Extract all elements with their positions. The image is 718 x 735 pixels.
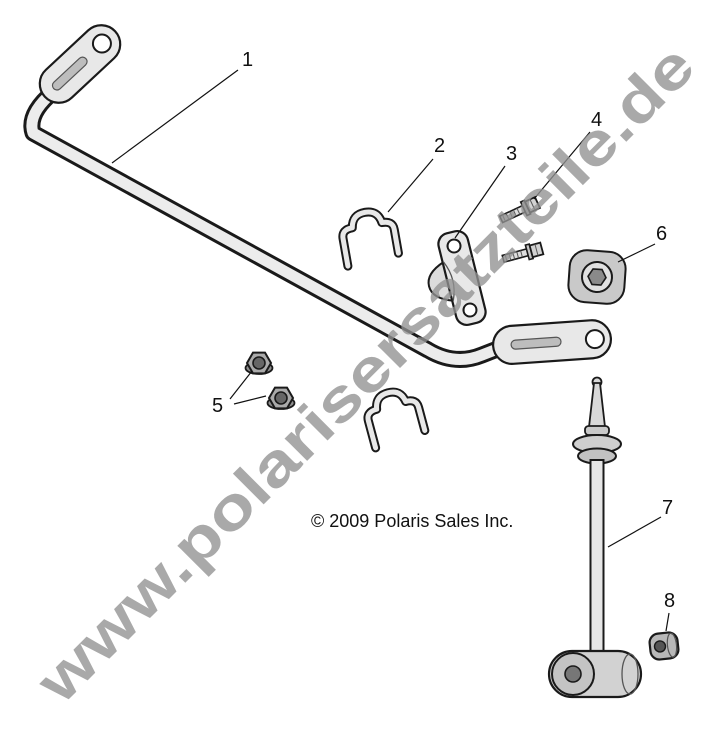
callout-5-label: 5	[212, 395, 223, 417]
bolt-upper	[498, 195, 542, 224]
frame-bushing	[567, 249, 627, 305]
mount-bracket-saddle	[427, 260, 455, 302]
bushing-clamp-upper	[338, 207, 403, 271]
callout-2: 2	[387, 135, 445, 213]
stabilizer-bar	[23, 24, 613, 368]
callout-4: 4	[533, 109, 602, 200]
callout-4-label: 4	[591, 109, 602, 131]
callout-2-label: 2	[434, 135, 445, 157]
bar-left-eye-hole	[91, 33, 112, 54]
flange-nut-2	[266, 386, 296, 410]
bar-right-eye-hole	[584, 329, 605, 350]
mount-bracket-hole-bottom	[462, 302, 478, 318]
stabilizer-link	[547, 376, 643, 699]
flange-nut-1	[244, 351, 274, 375]
bushing-clamp-lower	[363, 387, 430, 453]
bar-right-eye	[491, 319, 613, 365]
callout-7-label: 7	[662, 497, 673, 519]
callout-3: 3	[454, 143, 517, 239]
frame-bushing-hex-hole	[587, 268, 607, 286]
callout-7: 7	[607, 497, 673, 548]
bar-left-eye	[38, 24, 122, 104]
spacer-bushing	[648, 631, 680, 661]
bolt-lower	[501, 241, 545, 264]
callout-6: 6	[617, 223, 667, 263]
callout-5: 5	[212, 370, 267, 417]
callout-3-label: 3	[506, 143, 517, 165]
copyright-text: © 2009 Polaris Sales Inc.	[311, 511, 513, 531]
callout-1: 1	[111, 49, 253, 164]
mount-bracket-hole-top	[446, 238, 462, 254]
link-ball-stud	[587, 382, 607, 428]
callout-8-label: 8	[664, 590, 675, 612]
link-rod	[589, 459, 605, 657]
callout-6-label: 6	[656, 223, 667, 245]
callout-8: 8	[664, 590, 675, 632]
mount-bracket	[427, 230, 487, 326]
callout-1-label: 1	[242, 49, 253, 71]
stabilizer-bar-body	[26, 86, 511, 365]
watermark-text: www.polarisersatzteile.de	[23, 32, 708, 717]
